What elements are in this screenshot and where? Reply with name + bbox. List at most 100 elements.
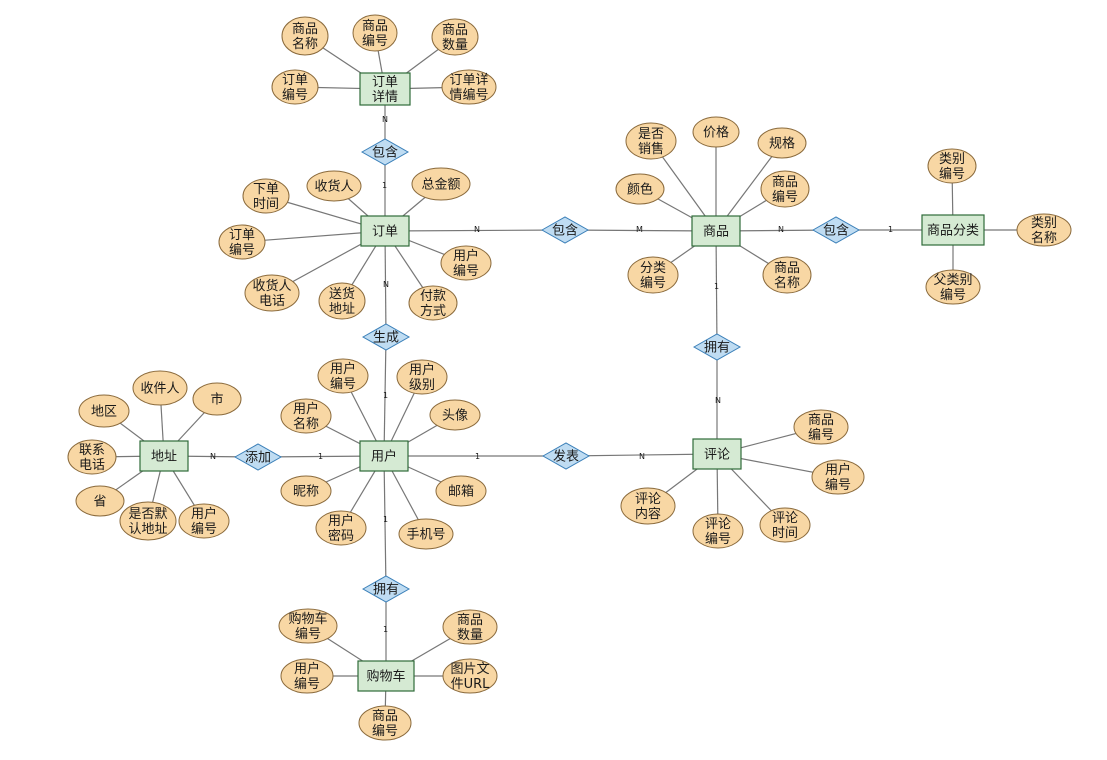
relationship-label: 包含 bbox=[823, 223, 849, 239]
relationship-r_cart: 拥有 bbox=[361, 575, 411, 603]
attribute-ellipse bbox=[762, 256, 812, 294]
entity-label: 订单 bbox=[372, 75, 398, 90]
entity-box bbox=[360, 215, 410, 247]
entity-label: 商品 bbox=[703, 225, 729, 240]
attribute-label: 用户 bbox=[328, 513, 354, 529]
relationship-r_generate: 生成 bbox=[361, 323, 411, 351]
entity-label: 用户 bbox=[371, 449, 397, 465]
entity-box bbox=[357, 660, 415, 692]
attribute-label: 订单 bbox=[229, 228, 255, 243]
attribute-label: 联系 bbox=[79, 443, 105, 458]
entity-label: 评论 bbox=[704, 448, 730, 463]
relationship-connector bbox=[383, 336, 387, 457]
attribute-u_nick: 昵称 bbox=[280, 475, 332, 507]
attribute-ellipse bbox=[244, 274, 300, 312]
attribute-label: 邮箱 bbox=[448, 484, 474, 500]
attribute-label: 时间 bbox=[253, 197, 279, 212]
attribute-ellipse bbox=[925, 269, 981, 305]
entity-review: 评论 bbox=[692, 438, 742, 470]
attribute-ellipse bbox=[317, 358, 369, 394]
relationship-r_product_category: 包含 bbox=[811, 216, 861, 244]
attribute-p_color: 颜色 bbox=[615, 173, 665, 205]
attribute-label: 商品 bbox=[362, 19, 388, 34]
attribute-ellipse bbox=[441, 69, 497, 105]
attribute-label: 市 bbox=[210, 392, 223, 408]
attribute-ellipse bbox=[119, 501, 177, 541]
cardinality-label: 1 bbox=[475, 452, 480, 461]
attribute-label: 用户 bbox=[293, 401, 319, 417]
attribute-ellipse bbox=[431, 18, 479, 56]
relationship-label: 生成 bbox=[373, 331, 399, 346]
attribute-ellipse bbox=[132, 370, 188, 406]
entity-label: 购物车 bbox=[366, 669, 405, 685]
attribute-ellipse bbox=[760, 170, 810, 208]
attribute-p_spec: 规格 bbox=[757, 127, 807, 159]
attribute-ellipse bbox=[218, 224, 266, 260]
relationship-diamond bbox=[361, 323, 411, 351]
attribute-label: 评论 bbox=[705, 517, 731, 532]
attribute-ellipse bbox=[278, 608, 338, 644]
attribute-ellipse bbox=[620, 487, 676, 525]
attribute-label: 内容 bbox=[635, 506, 661, 522]
attribute-label: 编号 bbox=[295, 627, 321, 642]
cardinality-label: N bbox=[210, 452, 216, 461]
attribute-ellipse bbox=[281, 16, 329, 56]
cardinality-label: 1 bbox=[714, 282, 719, 291]
attribute-label: 是否 bbox=[638, 127, 664, 142]
attribute-ellipse bbox=[429, 399, 481, 431]
attribute-label: 编号 bbox=[294, 677, 320, 692]
cardinality-label: 1 bbox=[383, 625, 388, 634]
attribute-label: 地址 bbox=[329, 302, 355, 317]
attribute-ellipse bbox=[927, 148, 977, 184]
attribute-label: 编号 bbox=[808, 428, 834, 443]
attribute-label: 商品 bbox=[372, 709, 398, 724]
entity-label: 商品分类 bbox=[927, 224, 979, 239]
attribute-u_phone: 手机号 bbox=[398, 518, 454, 550]
attribute-label: 购物车 bbox=[288, 611, 327, 627]
relationship-connector bbox=[565, 453, 718, 457]
relationship-label: 包含 bbox=[372, 145, 398, 161]
cardinality-label: 1 bbox=[383, 515, 388, 524]
attribute-label: 付款 bbox=[420, 289, 446, 304]
attribute-ellipse bbox=[793, 409, 849, 445]
attribute-label: 电话 bbox=[79, 458, 105, 473]
attribute-label: 编号 bbox=[372, 724, 398, 739]
cardinality-label: N bbox=[382, 115, 388, 124]
attribute-label: 图片文 bbox=[450, 662, 489, 677]
attribute-ellipse bbox=[692, 513, 744, 549]
attribute-ellipse bbox=[811, 459, 865, 495]
attribute-ellipse bbox=[411, 167, 471, 201]
relationship-r_product_review: 拥有 bbox=[692, 333, 742, 361]
attribute-ellipse bbox=[440, 245, 492, 281]
attribute-label: 编号 bbox=[282, 88, 308, 103]
attribute-ellipse bbox=[757, 127, 807, 159]
cardinality-label: N bbox=[474, 225, 480, 234]
entities: 订单详情订单商品商品分类用户地址评论购物车 bbox=[139, 72, 985, 692]
relationship-connector bbox=[715, 230, 718, 348]
attribute-label: 类别 bbox=[1031, 216, 1057, 231]
attribute-o_total: 总金额 bbox=[411, 167, 471, 201]
attribute-label: 下单 bbox=[253, 182, 279, 197]
attribute-label: 编号 bbox=[825, 478, 851, 493]
attribute-label: 规格 bbox=[769, 136, 795, 152]
attribute-u_email: 邮箱 bbox=[435, 475, 487, 507]
entity-order: 订单 bbox=[360, 215, 410, 247]
attribute-label: 分类 bbox=[640, 261, 666, 276]
attribute-label: 收货人 bbox=[314, 179, 353, 195]
cardinality-label: 1 bbox=[888, 225, 893, 234]
attribute-ellipse bbox=[75, 485, 125, 517]
attribute-label: 编号 bbox=[772, 190, 798, 205]
attributes: 商品名称商品编号商品数量订单编号订单详情编号下单时间收货人总金额订单编号用户编号… bbox=[67, 14, 1072, 741]
